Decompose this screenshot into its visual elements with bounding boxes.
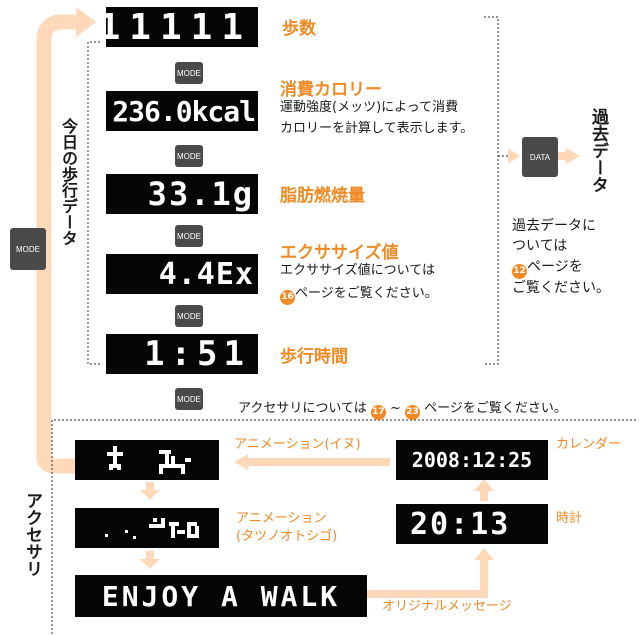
past-note-4: ご覧ください。 (512, 280, 610, 296)
loop-arrow-bottom (36, 455, 76, 474)
anim-dog-label: アニメーション(イヌ) (234, 437, 361, 452)
mode-button-2[interactable]: MODE (175, 145, 203, 167)
accessory-note-post: ページをご覧ください。 (424, 401, 567, 416)
lcd-clock-value: 20:13 (410, 506, 511, 542)
calories-desc-2: カロリーを計算して表示します。 (280, 121, 474, 136)
lcd-clock: 20:13 (396, 504, 548, 544)
clock-label: 時計 (556, 511, 583, 526)
arrow-to-data (508, 148, 520, 164)
accessory-label: アクセサリ (22, 492, 42, 577)
arrow-cal-to-dog (248, 458, 390, 466)
lcd-time-value: 1:51 (144, 334, 250, 374)
past-note-3-text: ページを (527, 259, 583, 275)
arrow-cal-to-dog-head (234, 454, 248, 470)
lcd-calendar-value: 2008:12:25 (411, 448, 533, 472)
arrow-from-data (566, 148, 580, 164)
seahorse-animation-graphic (105, 518, 199, 539)
lcd-calories: 236.0kcal (106, 91, 258, 131)
arrow-message-to-clock-head (474, 548, 494, 560)
arrow-clock-to-calendar-head (474, 479, 494, 491)
exercise-label: エクササイズ値 (280, 243, 399, 263)
anim-seahorse-label-1: アニメーション (236, 511, 327, 526)
lcd-steps: 11111 (106, 7, 258, 47)
arrow-message-to-clock-1 (366, 590, 480, 598)
arrow-seahorse-to-message (140, 559, 160, 569)
exercise-desc-2-text: ページをご覧ください。 (295, 286, 438, 301)
accessory-frame (51, 419, 638, 636)
today-bracket (87, 41, 100, 365)
calories-desc-1: 運動強度(メッツ)によって消費 (280, 100, 459, 115)
lcd-fat-value: 33.1g (147, 175, 254, 213)
calories-label: 消費カロリー (280, 80, 382, 100)
loop-arrow (36, 14, 76, 458)
mode-button-1[interactable]: MODE (175, 62, 203, 84)
lcd-calories-value: 236.0kcal (112, 94, 256, 128)
exercise-desc-1: エクササイズ値については (280, 263, 435, 278)
time-label: 歩行時間 (280, 347, 348, 367)
data-button[interactable]: DATA (522, 137, 558, 177)
lcd-message: ENJOY A WALK (75, 575, 367, 617)
message-label: オリジナルメッセージ (382, 599, 512, 614)
arrow-dog-to-seahorse (140, 490, 160, 500)
past-note-1: 過去データに (512, 218, 596, 234)
loop-arrow-head (76, 7, 96, 37)
lcd-animation-seahorse (75, 508, 219, 548)
lcd-message-value: ENJOY A WALK (101, 579, 341, 613)
mode-button-loop[interactable]: MODE (10, 228, 46, 270)
mode-button-5[interactable]: MODE (175, 388, 203, 410)
lcd-exercise-value: 4.4Ex (158, 256, 254, 292)
lcd-fat: 33.1g (106, 174, 258, 214)
past-note-2: ついては (512, 238, 568, 254)
steps-label: 歩数 (282, 19, 316, 39)
accessory-page-to: 23 (405, 405, 421, 420)
mode-button-3[interactable]: MODE (175, 225, 203, 247)
lcd-time: 1:51 (106, 334, 258, 374)
past-note-3: 12ページを (512, 257, 583, 279)
lcd-animation-dog (75, 440, 219, 480)
today-data-label: 今日の歩行データ (59, 118, 78, 246)
past-bracket (484, 16, 499, 365)
lcd-calendar: 2008:12:25 (396, 440, 548, 480)
exercise-page-badge: 16 (280, 290, 295, 305)
dog-animation-graphic (107, 446, 191, 474)
fat-label: 脂肪燃焼量 (280, 186, 365, 206)
accessory-note-pre: アクセサリについては (238, 401, 367, 416)
anim-seahorse-label-2: (タツノオトシゴ) (236, 529, 338, 544)
past-page-badge: 12 (512, 264, 527, 279)
accessory-page-from: 17 (370, 405, 386, 420)
mode-button-4[interactable]: MODE (175, 305, 203, 327)
lcd-exercise: 4.4Ex (106, 254, 258, 294)
calendar-label: カレンダー (556, 437, 622, 452)
exercise-desc-2: 16ページをご覧ください。 (280, 283, 438, 305)
lcd-steps-value: 11111 (106, 7, 252, 47)
past-data-label: 過去データ (588, 108, 608, 193)
accessory-note: アクセサリについては 17 ~ 23 ページをご覧ください。 (238, 398, 567, 420)
accessory-tilde: ~ (389, 401, 401, 416)
